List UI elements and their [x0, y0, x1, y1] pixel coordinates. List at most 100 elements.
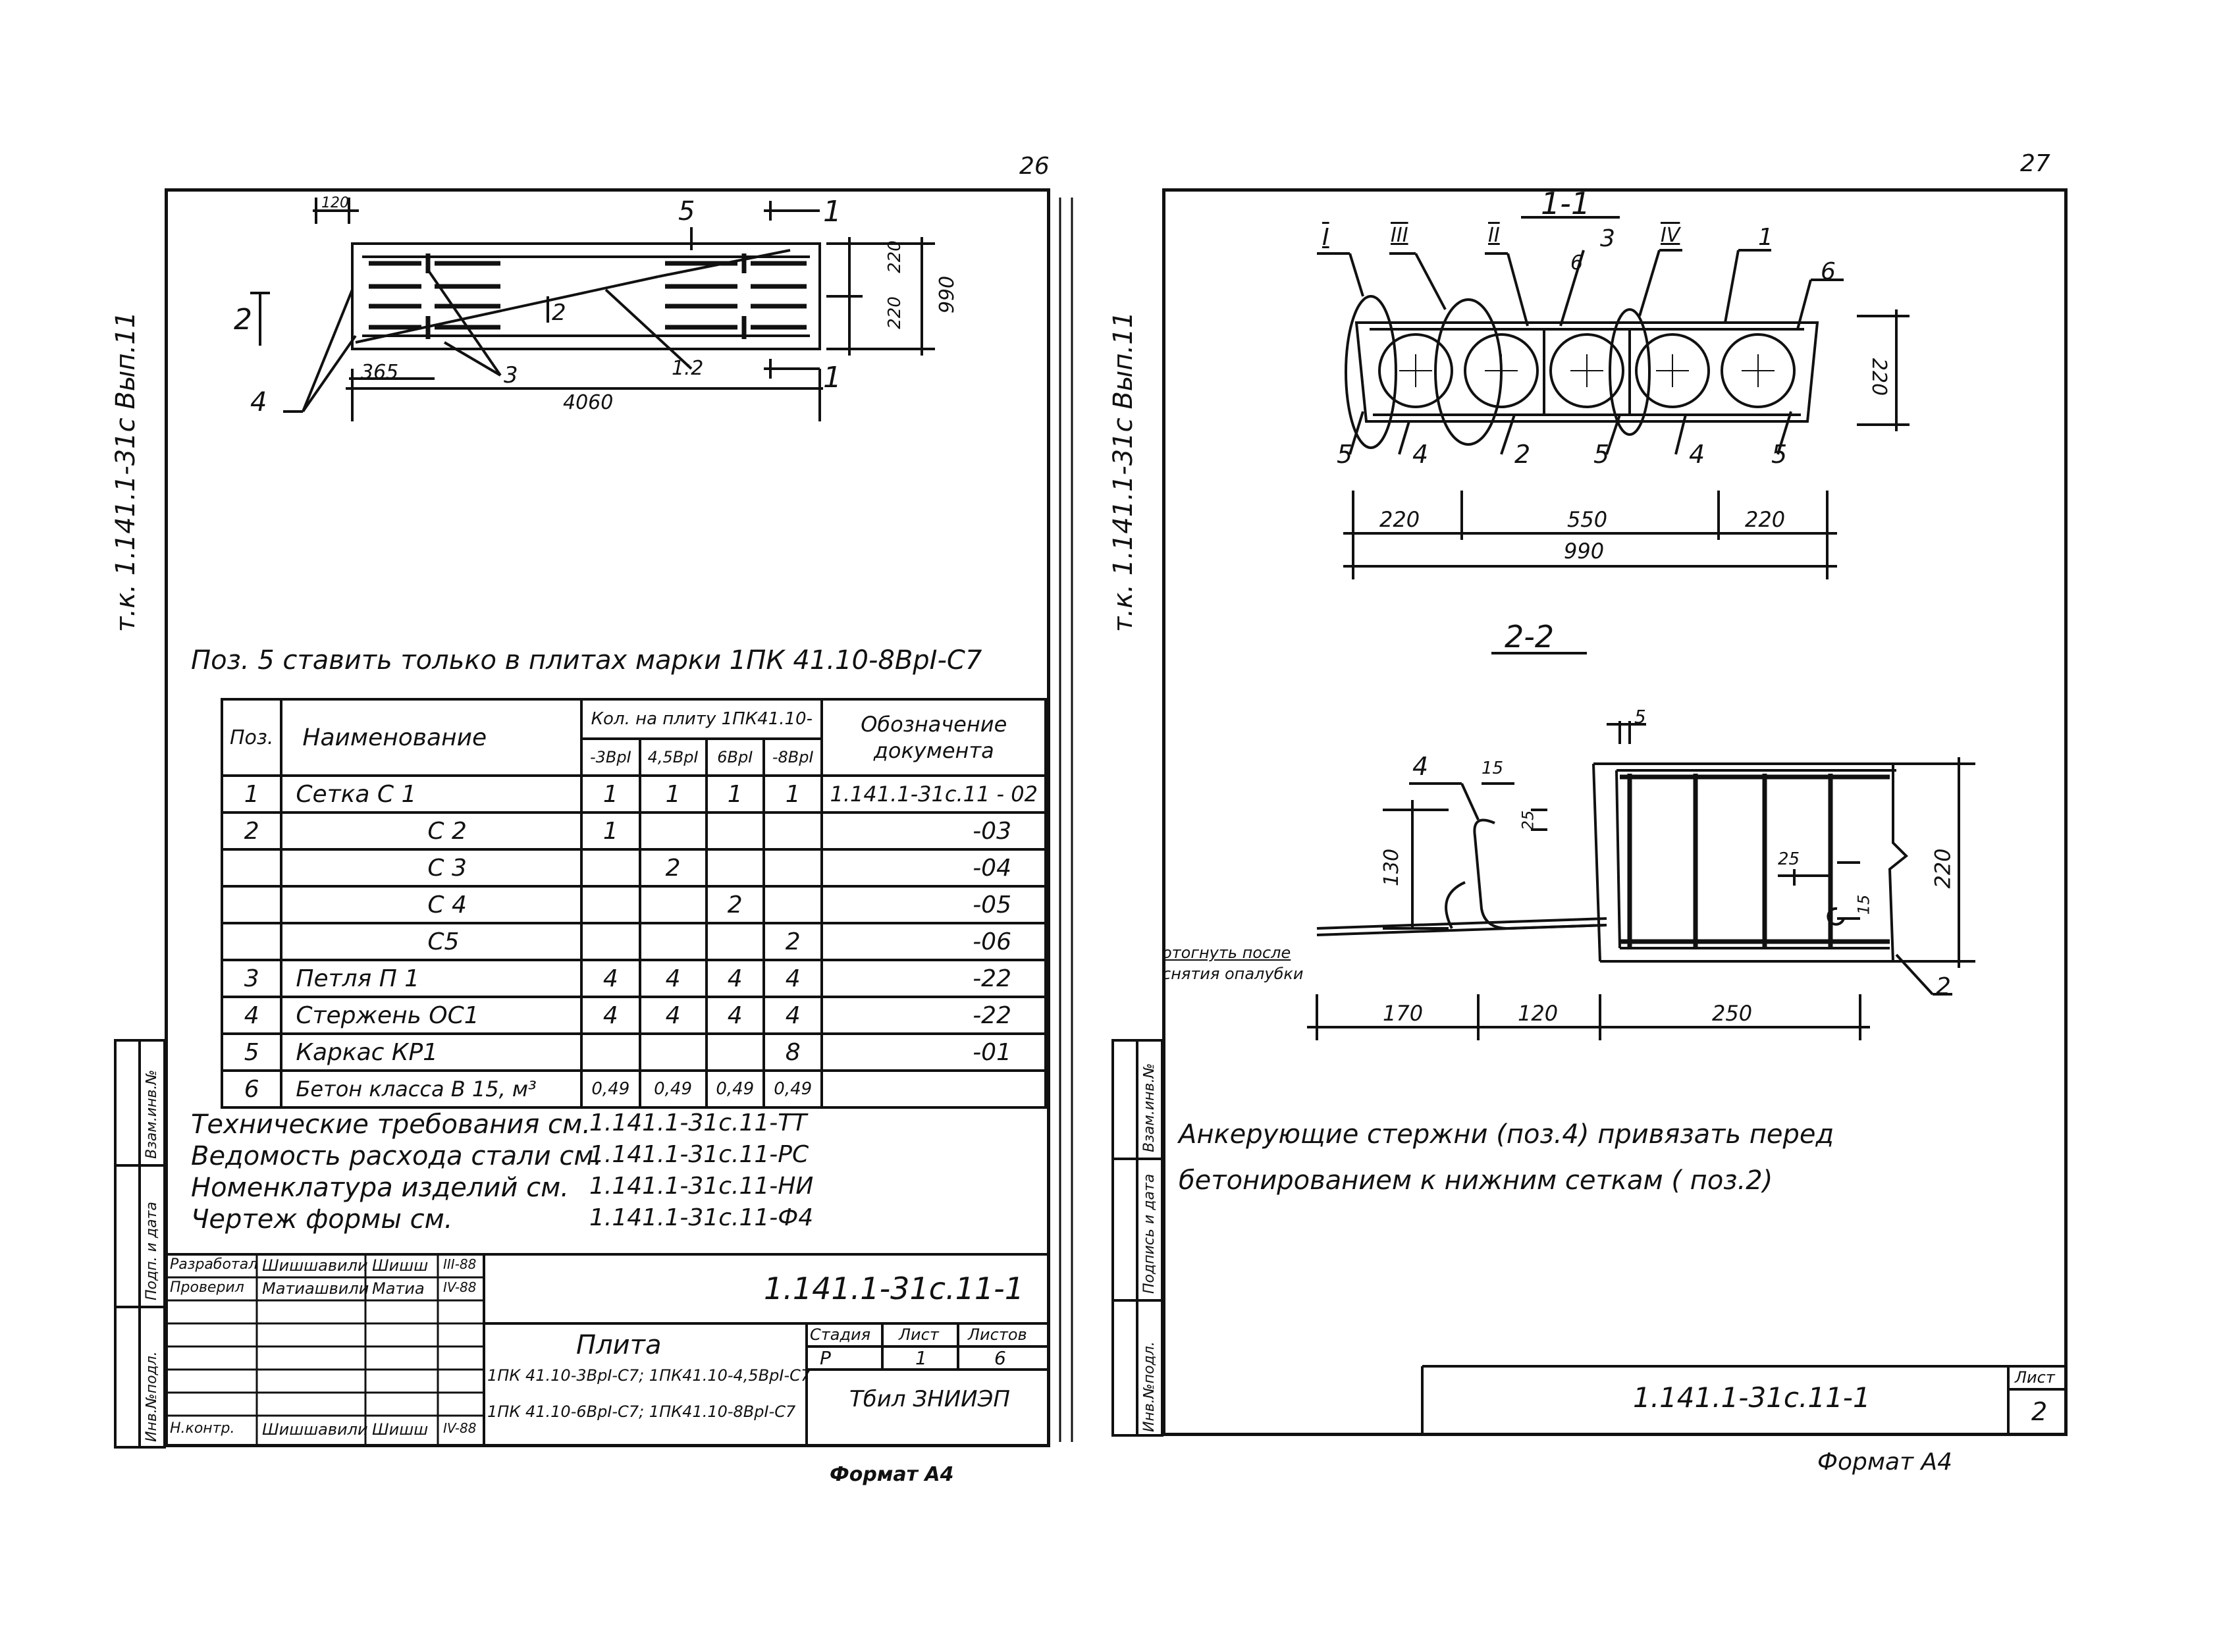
sec2-label-15-inner: 15 [1854, 894, 1873, 915]
cell-doc [820, 1069, 1047, 1109]
title-signature: Шишш [372, 1420, 429, 1439]
stage-value: Р [820, 1347, 831, 1369]
cell-qty: 0,49 [580, 1069, 641, 1109]
left-document-code: 1.141.1-31с.11-1 [764, 1271, 1025, 1306]
cell-qty [580, 885, 641, 924]
spec-header-pos: Поз. [220, 698, 283, 777]
cell-doc: -01 [820, 1032, 1047, 1072]
title-person: Шишшавили [262, 1256, 368, 1275]
left-stamp-inventory: Инв.№подл. [144, 1351, 160, 1442]
cell-pos: 5 [220, 1032, 283, 1072]
spec-header-col2: 4,5ВрI [638, 737, 708, 777]
sec1-bottom-label: 4 [1412, 440, 1429, 469]
right-document-code: 1.141.1-31с.11-1 [1633, 1381, 1871, 1414]
cell-qty: 4 [762, 996, 824, 1035]
plan-dim-990: 990 [936, 275, 959, 314]
sec1-label-6-upper: 6 [1570, 252, 1584, 275]
cell-qty: 4 [638, 959, 708, 998]
cell-pos [220, 885, 283, 924]
product-marks-line1: 1ПК 41.10-3ВрI-С7; 1ПК41.10-4,5ВрI-С7 [487, 1366, 811, 1385]
sec1-dim-990: 990 [1564, 539, 1605, 564]
cell-pos: 4 [220, 996, 283, 1035]
sheet-value: 1 [915, 1347, 927, 1369]
cell-qty [638, 885, 708, 924]
reference-value: 1.141.1-31с.11-Ф4 [589, 1204, 814, 1231]
title-date: IV-88 [443, 1279, 477, 1295]
cell-qty [638, 1032, 708, 1072]
cell-pos: 1 [220, 774, 283, 814]
cell-qty [638, 811, 708, 851]
sec2-dim-170: 170 [1383, 1001, 1424, 1026]
plan-mark-2: 2 [234, 303, 252, 336]
cell-name: С 4 [280, 885, 583, 924]
sheet-label: Лист [899, 1325, 939, 1344]
sec2-bend-note-line1: отогнуть после [1162, 944, 1291, 962]
title-role: Проверил [170, 1279, 244, 1296]
sec2-dim-120: 120 [1518, 1001, 1559, 1026]
sec2-label-130: 130 [1380, 848, 1404, 887]
spec-header-name: Наименование [280, 698, 583, 777]
right-stamp-inventory: Инв.№подл. [1141, 1341, 1158, 1432]
spec-header-col4: -8ВрI [762, 737, 824, 777]
sec2-label-5: 5 [1634, 706, 1646, 728]
reference-label: Номенклатура изделий см. [191, 1173, 570, 1203]
right-sheet-frame [1162, 188, 2068, 1436]
plan-mark-1-top: 1 [823, 195, 841, 228]
product-name: Плита [576, 1330, 662, 1360]
cell-doc: 1.141.1-31с.11 - 02 [820, 774, 1047, 814]
cell-doc: -06 [820, 922, 1047, 961]
cell-qty: 1 [580, 774, 641, 814]
table-row: 3 Петля П 1 4 4 4 4 -22 [220, 959, 1047, 998]
left-page-number: 26 [1019, 153, 1050, 180]
sec2-label-25-top: 25 [1518, 810, 1537, 831]
cell-qty: 2 [705, 885, 765, 924]
sec2-bend-note-line2: снятия опалубки [1162, 965, 1304, 983]
table-row: 4 Стержень ОС1 4 4 4 4 -22 [220, 996, 1047, 1035]
cell-qty [580, 1032, 641, 1072]
sec1-bottom-label: 2 [1514, 440, 1531, 469]
cell-qty [705, 848, 765, 888]
reference-value: 1.141.1-31с.11-РС [589, 1141, 809, 1168]
plan-dim-365: 365 [361, 361, 399, 384]
reference-value: 1.141.1-31с.11-НИ [589, 1173, 814, 1200]
sec2-dim-250: 250 [1712, 1001, 1753, 1026]
sec1-label-3: 3 [1600, 225, 1615, 252]
plan-dim-220-bottom: 220 [884, 296, 905, 329]
cell-name: С5 [280, 922, 583, 961]
organization: Тбил ЗНИИЭП [849, 1386, 1010, 1412]
cell-doc: -05 [820, 885, 1047, 924]
cell-qty: 0,49 [705, 1069, 765, 1109]
reference-label: Чертеж формы см. [191, 1204, 453, 1235]
cell-name: Бетон класса В 15, м³ [280, 1069, 583, 1109]
title-person: Матиашвили [262, 1279, 369, 1298]
cell-qty: 0,49 [638, 1069, 708, 1109]
right-stamp-replacement: Взам.инв.№ [1141, 1063, 1158, 1152]
sec1-dim-220-right: 220 [1745, 507, 1786, 532]
cell-qty [705, 1032, 765, 1072]
section-2-2-title: 2-2 [1505, 619, 1555, 654]
cell-qty: 4 [705, 959, 765, 998]
cell-doc: -04 [820, 848, 1047, 888]
cell-qty: 8 [762, 1032, 824, 1072]
cell-qty [762, 811, 824, 851]
title-person: Шишшавили [262, 1420, 368, 1439]
sec2-label-25-inner: 25 [1778, 849, 1800, 869]
sec2-label-220: 220 [1930, 848, 1956, 889]
cell-qty: 4 [580, 996, 641, 1035]
plan-dim-120: 120 [321, 195, 349, 211]
anchor-note-line1: Анкерующие стержни (поз.4) привязать пер… [1179, 1119, 1834, 1150]
sec1-bottom-label: 5 [1337, 440, 1353, 469]
reference-label: Ведомость расхода стали см. [191, 1141, 602, 1171]
cell-qty: 1 [638, 774, 708, 814]
right-page-number: 27 [2020, 150, 2050, 177]
sec1-label-1: 1 [1758, 224, 1773, 251]
cell-name: Каркас КР1 [280, 1032, 583, 1072]
title-signature: Шишш [372, 1256, 429, 1275]
table-row: С 4 2 -05 [220, 885, 1047, 924]
cell-pos: 2 [220, 811, 283, 851]
cell-qty [580, 848, 641, 888]
cell-qty [638, 922, 708, 961]
cell-name: Сетка С 1 [280, 774, 583, 814]
title-date: III-88 [443, 1256, 477, 1272]
stage-label: Стадия [810, 1325, 871, 1344]
